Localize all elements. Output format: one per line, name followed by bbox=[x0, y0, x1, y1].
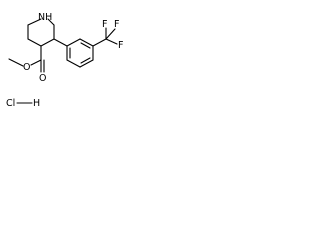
carbonyl-oxygen-label: O bbox=[39, 73, 46, 84]
bond-phenyl-cf3 bbox=[92, 38, 107, 47]
phenyl-double-bond-b bbox=[80, 57, 91, 64]
ether-oxygen-label: O bbox=[23, 62, 30, 73]
phenyl-ring bbox=[53, 38, 94, 68]
ester-group bbox=[8, 45, 45, 73]
trifluoromethyl-group bbox=[92, 27, 118, 47]
piperidine-ring bbox=[27, 18, 55, 47]
fluorine-top-left-label: F bbox=[102, 19, 107, 30]
phenyl-bond-1 bbox=[66, 38, 81, 47]
chlorine-label: Cl bbox=[6, 98, 15, 109]
phenyl-double-bond-a bbox=[80, 42, 91, 49]
nh-label: NH bbox=[38, 12, 52, 23]
bond-c-f-right bbox=[105, 38, 118, 45]
ring-bond-c6-n bbox=[47, 18, 55, 26]
bond-carbonyl-ether-o bbox=[30, 59, 42, 66]
phenyl-bond-2 bbox=[79, 38, 94, 47]
phenyl-bond-4 bbox=[79, 59, 94, 68]
ring-bond-c4-c5 bbox=[40, 38, 55, 47]
bond-o-methyl bbox=[8, 58, 24, 67]
bond-c-f-top-right bbox=[105, 28, 116, 40]
hydrogen-label: H bbox=[33, 98, 40, 109]
ring-bond-n-c2 bbox=[27, 18, 42, 26]
structure-diagram: NH O O F F F Cl H bbox=[6, 12, 123, 109]
fluorine-right-label: F bbox=[118, 40, 123, 51]
ring-bond-c3-c4 bbox=[27, 38, 42, 47]
hydrochloride-salt: Cl H bbox=[6, 98, 40, 109]
fluorine-top-right-label: F bbox=[114, 19, 119, 30]
bond-c5-phenyl bbox=[53, 38, 68, 47]
phenyl-bond-5 bbox=[66, 59, 81, 68]
